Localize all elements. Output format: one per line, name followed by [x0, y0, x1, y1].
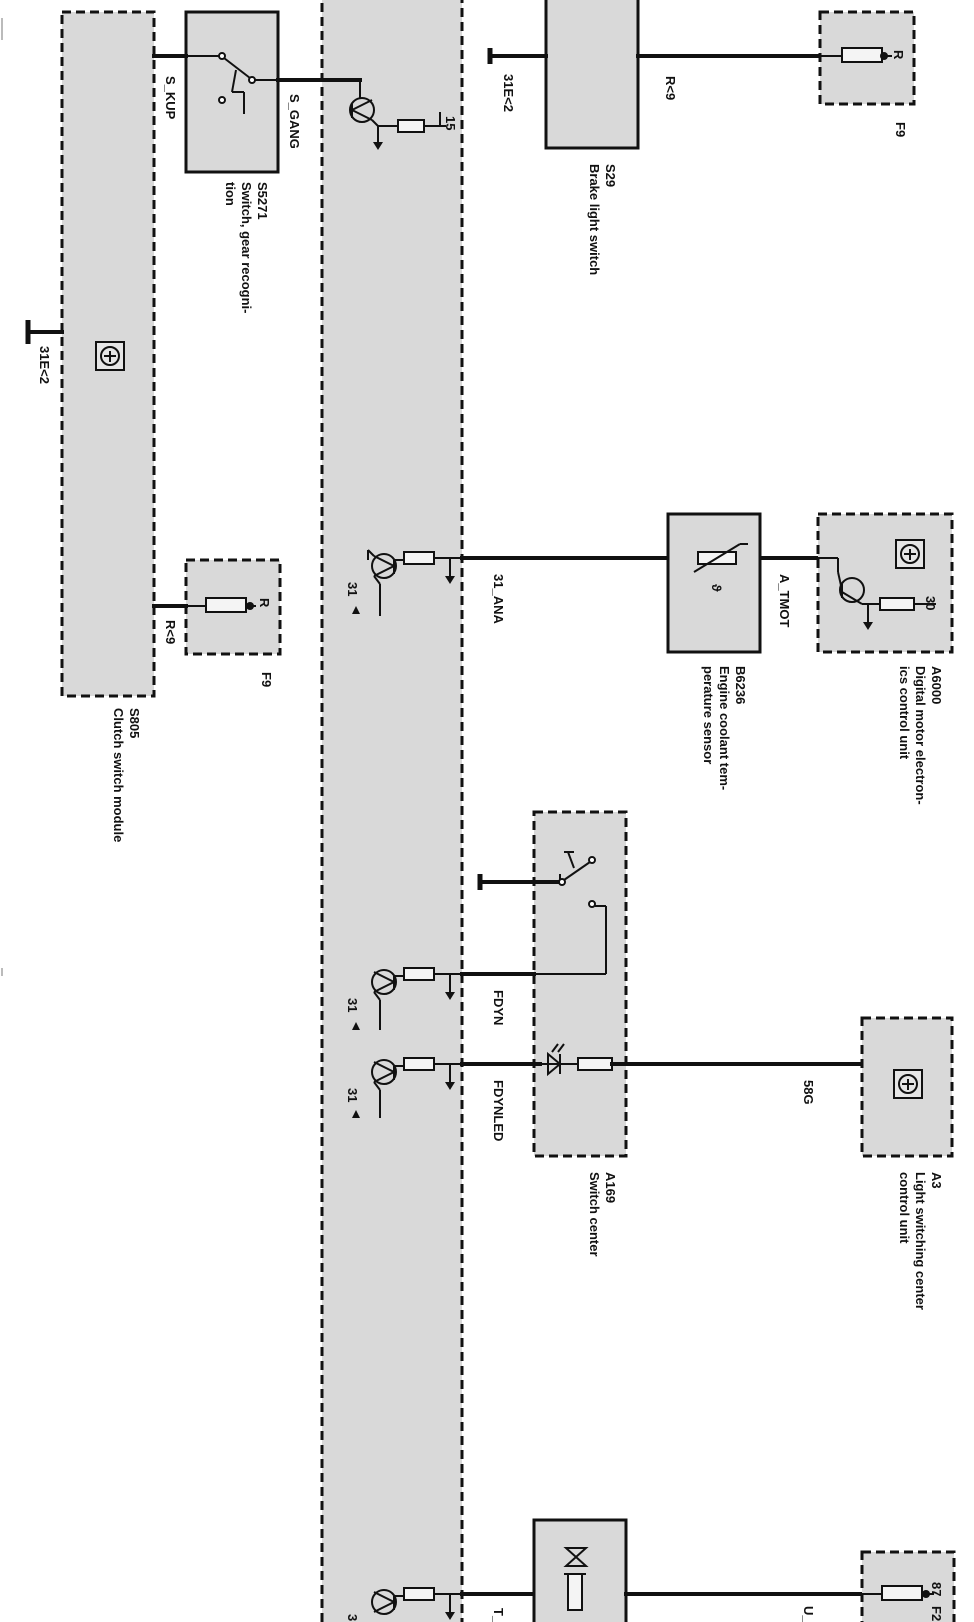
component-id-a169: A169 — [603, 1172, 618, 1203]
brake-light-switch-box — [544, 0, 640, 150]
component-desc-a169-1: Switch center — [587, 1172, 602, 1257]
transistor-input-15 — [349, 80, 446, 150]
signal-u-hf: U_HF — [801, 1606, 816, 1622]
signal-s-gang: S_GANG — [287, 94, 302, 149]
component-desc-a3-1: Light switching center — [913, 1172, 928, 1310]
signal-r9-top: R<9 — [663, 76, 678, 100]
ntc-symbol-label: ϑ — [709, 584, 724, 592]
signal-a-tmot: A_TMOT — [777, 574, 792, 628]
component-desc-a6000-2: ics control unit — [897, 666, 912, 760]
signal-t-te: T_TE — [491, 1608, 506, 1622]
terminal-30: 30 — [923, 596, 938, 610]
component-desc-a3-2: control unit — [897, 1172, 912, 1244]
signal-fdyn: FDYN — [491, 990, 506, 1025]
ntc-resistor-symbol — [693, 543, 748, 573]
component-desc-s29-1: Brake light switch — [587, 164, 602, 275]
component-id-s805: S805 — [127, 708, 142, 738]
transistor-a6000 — [818, 557, 936, 630]
component-id-b6236: B6236 — [733, 666, 748, 704]
terminal-31-a: 31 — [345, 582, 360, 596]
coolant-temp-sensor-box — [666, 512, 762, 654]
dme-control-unit-icon — [895, 539, 925, 569]
fuse-symbol-f9-top — [820, 47, 892, 63]
fuse-pin-f2: 87 — [929, 1582, 944, 1596]
fuse-id-f2: F2 — [929, 1606, 944, 1621]
component-id-s5271: S5271 — [255, 182, 270, 220]
control-unit-housing — [320, 0, 464, 1622]
switch-symbol-s5271 — [186, 52, 278, 114]
relay-symbol — [563, 1547, 589, 1611]
component-id-s29: S29 — [603, 164, 618, 187]
component-desc-s5271-2: tion — [223, 182, 238, 206]
signal-ground-left: 31E<2 — [37, 346, 52, 384]
fuse-symbol-f2 — [862, 1585, 934, 1601]
component-id-a3: A3 — [929, 1172, 944, 1189]
terminal-31-c: 31 — [345, 1088, 360, 1102]
led-symbol-a169 — [540, 1043, 613, 1077]
component-desc-s5271-1: Switch, gear recogni- — [239, 182, 254, 313]
component-id-a6000: A6000 — [929, 666, 944, 704]
terminal-15: 15 — [443, 116, 458, 130]
signal-ground-top: 31E<2 — [501, 74, 516, 112]
fuse-id-f9-bottom: F9 — [259, 672, 274, 687]
switch-center-box — [532, 810, 628, 1158]
fuse-symbol-f9-bottom — [186, 597, 256, 613]
fuse-pin-f9-bottom: R — [257, 598, 272, 608]
transistor-input-fdyn — [352, 967, 462, 1030]
fuse-pin-f9-top: R — [891, 50, 906, 60]
signal-s-kup: S_KUP — [163, 76, 178, 120]
signal-r9-bottom: R<9 — [163, 620, 178, 644]
component-desc-b6236-2: perature sensor — [701, 666, 716, 764]
signal-31-ana: 31_ANA — [491, 574, 506, 624]
fuse-f2-box — [860, 1550, 956, 1622]
switch-symbol-a169 — [534, 851, 607, 975]
transistor-input-31-ana — [352, 549, 462, 616]
control-unit-icon — [95, 341, 125, 371]
component-desc-s805-1: Clutch switch module — [111, 708, 126, 842]
terminal-31-b: 31 — [345, 998, 360, 1012]
signal-fdynled: FDYNLED — [491, 1080, 506, 1141]
terminal-31-d: 31 — [345, 1614, 360, 1622]
transistor-input-t-te — [371, 1587, 462, 1620]
fuse-id-f9-top: F9 — [893, 122, 908, 137]
lsz-control-unit-icon — [893, 1069, 923, 1099]
signal-58g: 58G — [801, 1080, 816, 1105]
component-desc-b6236-1: Engine coolant tem- — [717, 666, 732, 790]
transistor-input-fdynled — [352, 1057, 462, 1118]
component-desc-a6000-1: Digital motor electron- — [913, 666, 928, 805]
digital-motor-electronics-box — [816, 512, 954, 654]
